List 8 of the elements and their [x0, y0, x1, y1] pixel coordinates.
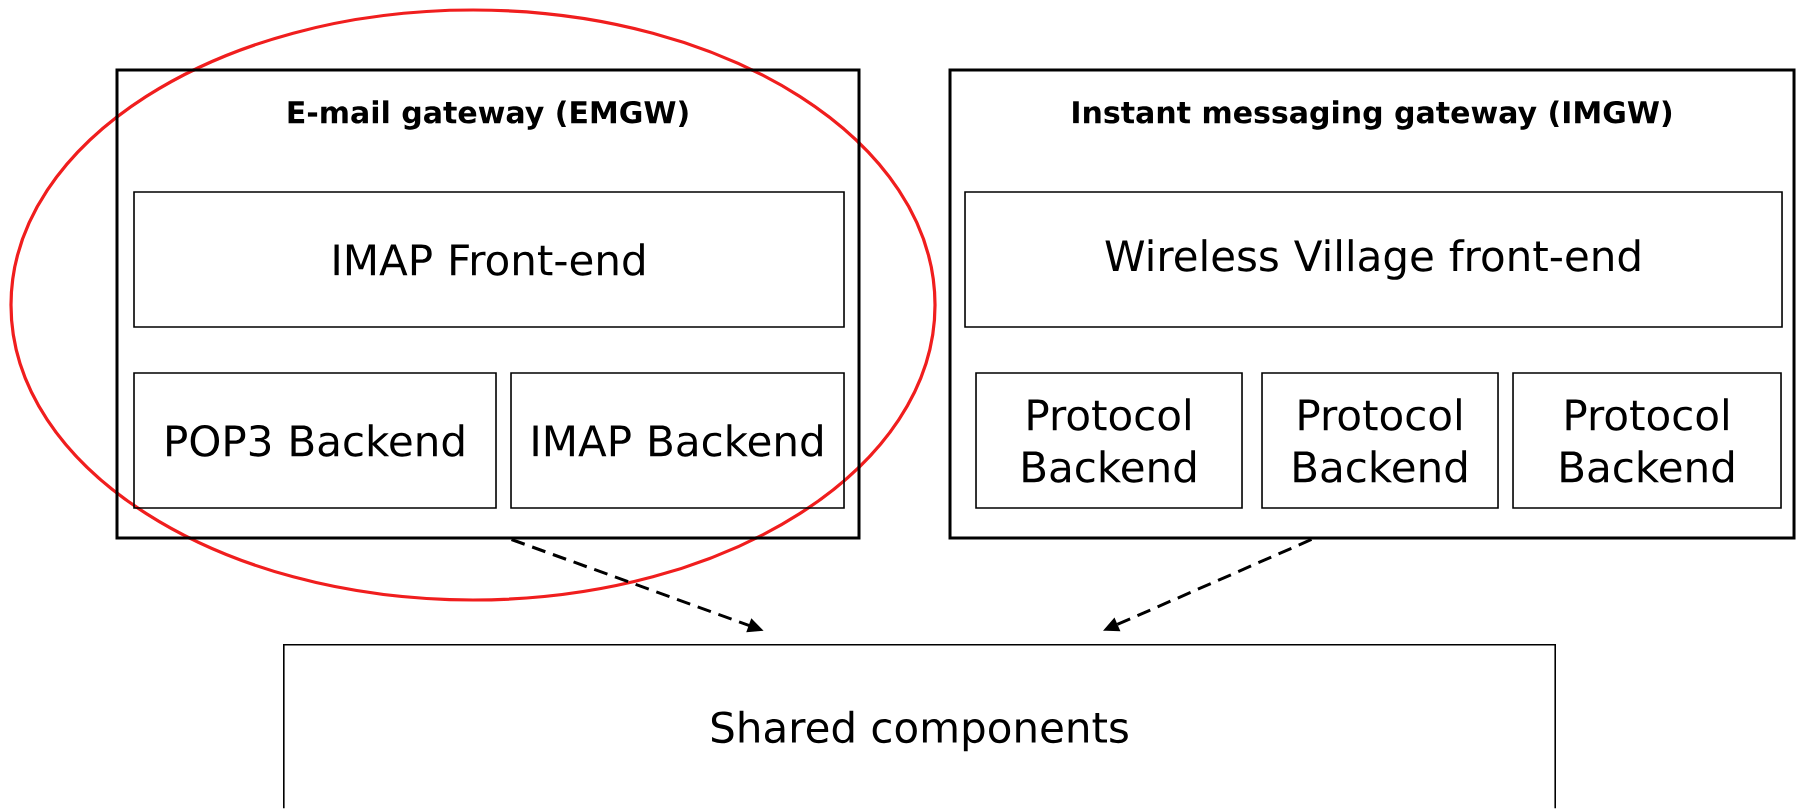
component-box: IMAP Front-end: [133, 191, 845, 328]
component-box: Protocol Backend: [1261, 372, 1499, 509]
component-box: Protocol Backend: [1512, 372, 1782, 509]
component-box: IMAP Backend: [510, 372, 845, 509]
component-box: Protocol Backend: [975, 372, 1243, 509]
component-box: Wireless Village front-end: [964, 191, 1783, 328]
component-box: POP3 Backend: [133, 372, 497, 509]
component-box: Shared components: [283, 644, 1556, 809]
